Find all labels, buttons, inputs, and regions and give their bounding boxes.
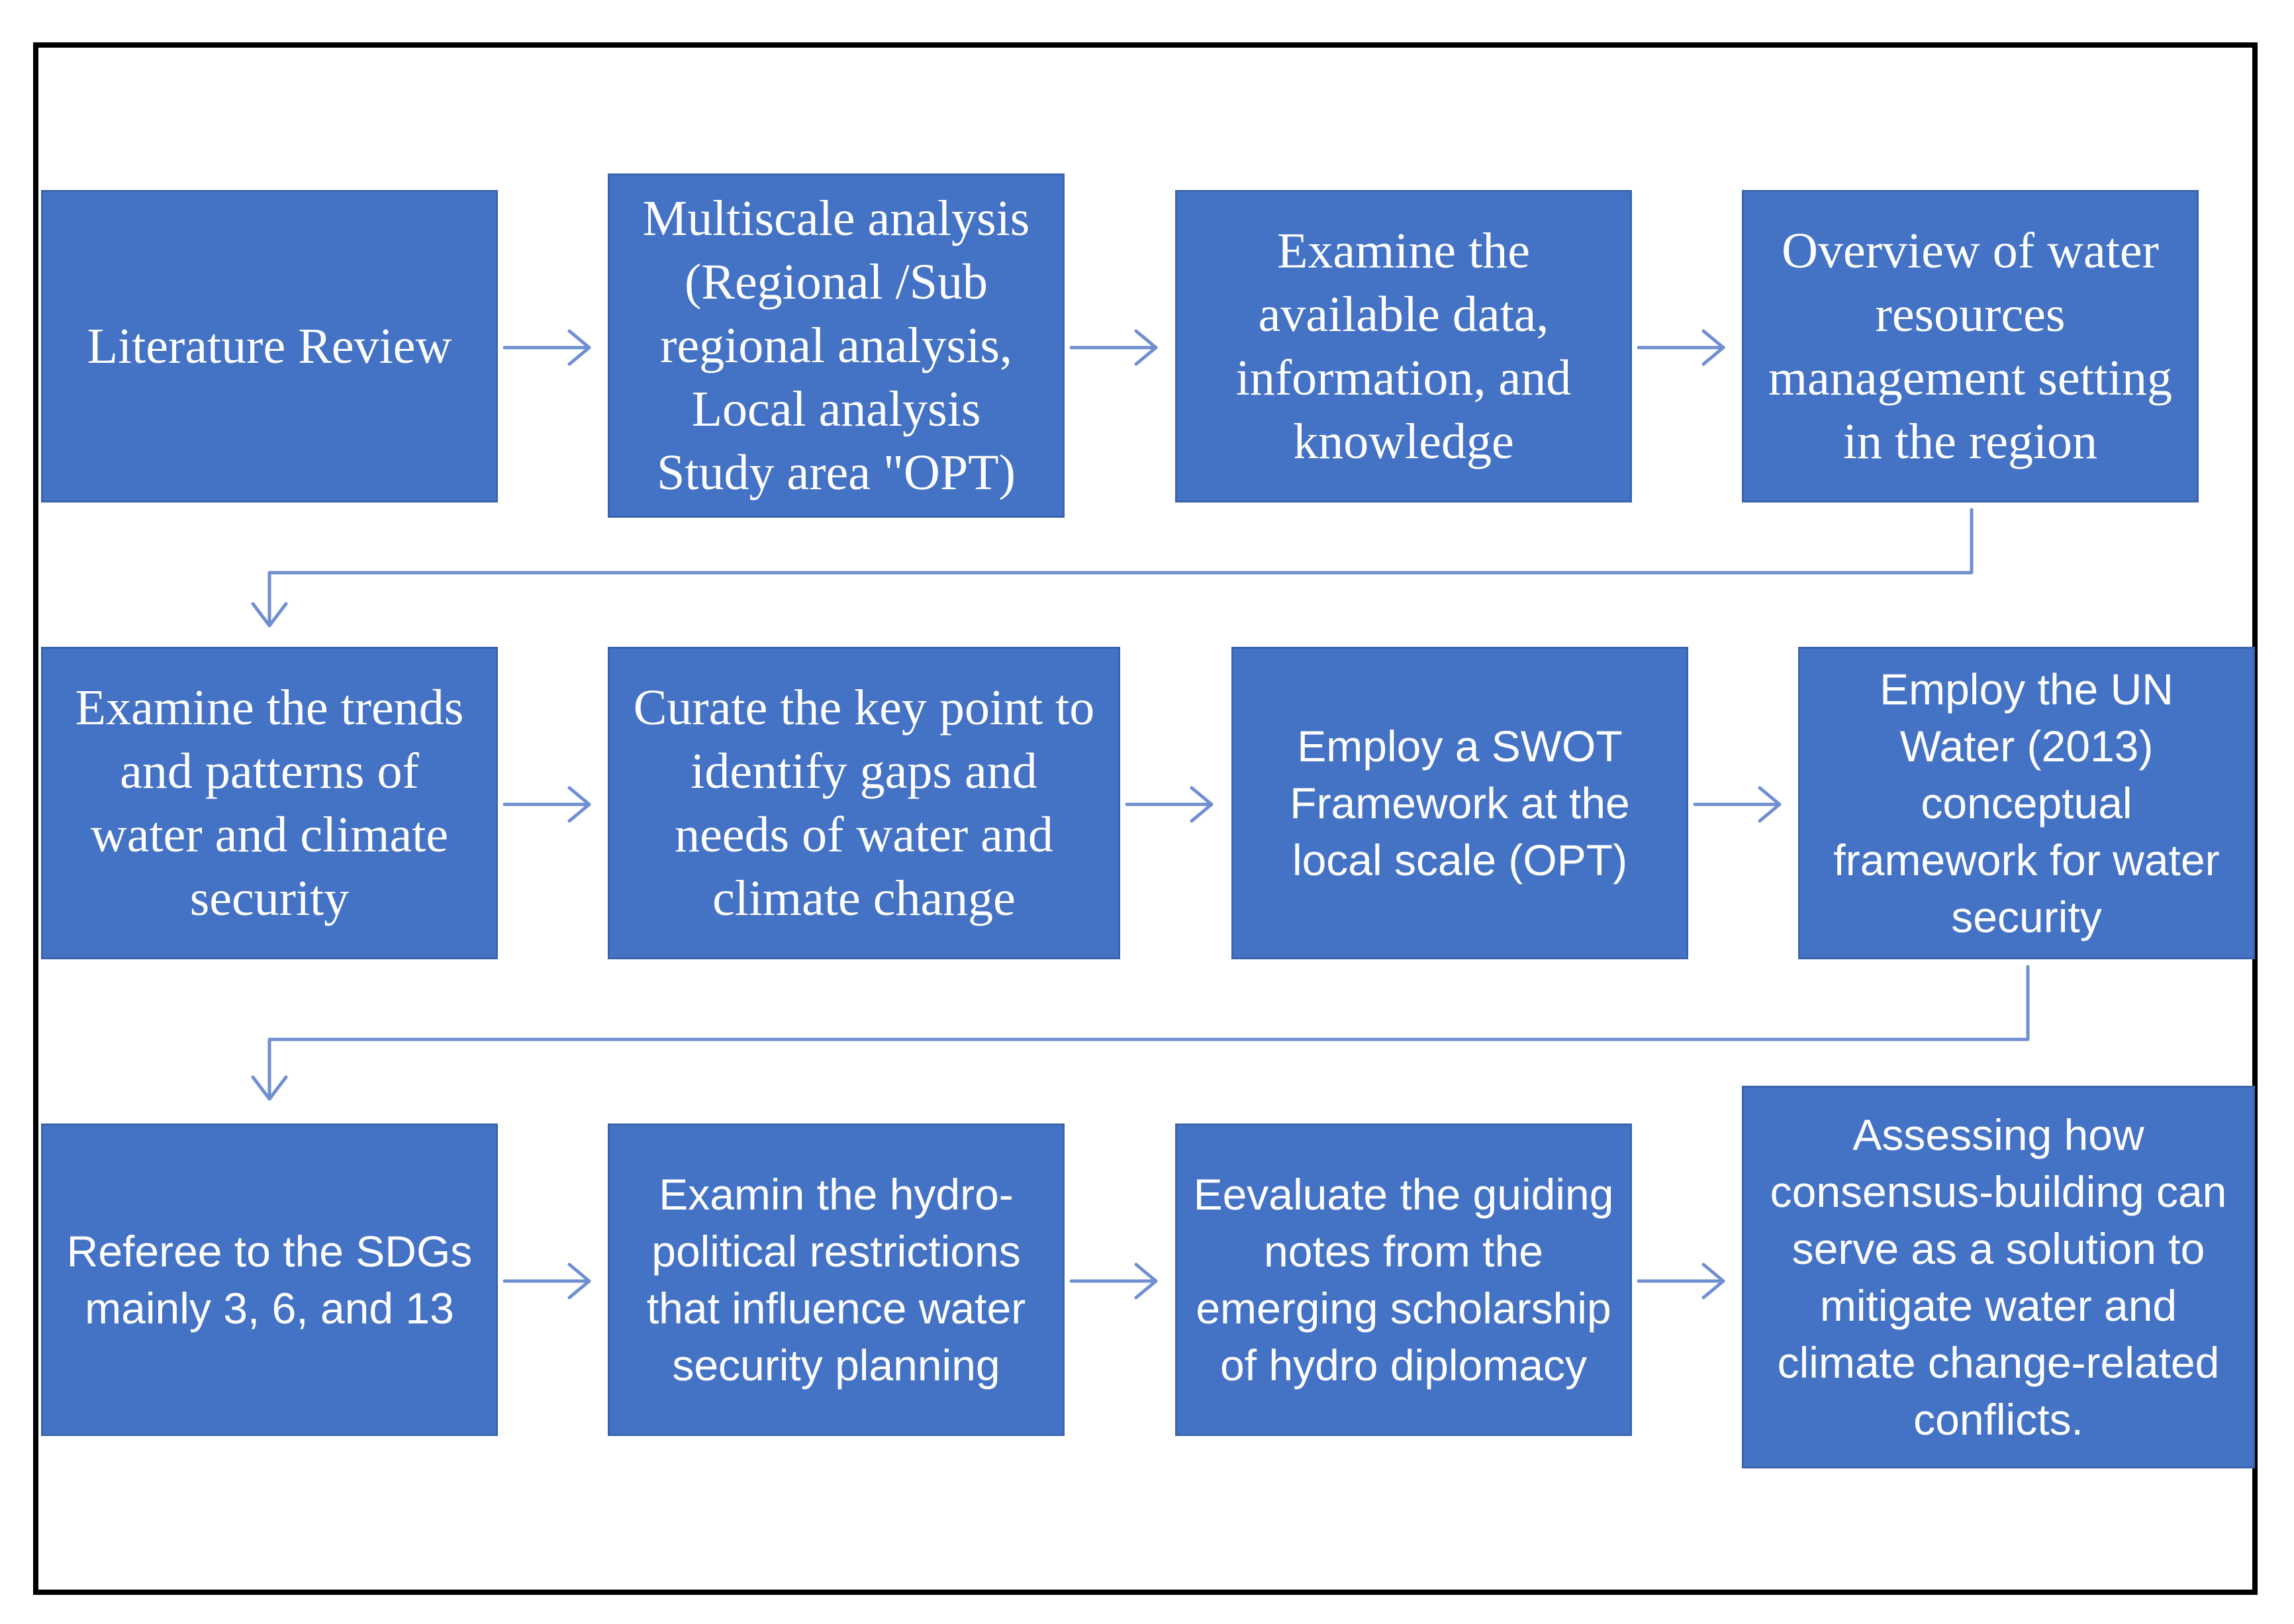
arrow-r1-1-to-2 bbox=[502, 329, 591, 366]
diagram-border bbox=[33, 42, 2258, 1595]
arrow-r2-1-to-2 bbox=[502, 786, 591, 823]
step-examine-available-data: Examine the available data, information,… bbox=[1175, 190, 1632, 502]
arrow-r2-2-to-3 bbox=[1125, 786, 1214, 823]
step-label: Examine the trends and patterns of water… bbox=[75, 680, 464, 926]
arrow-r2-3-to-4 bbox=[1693, 786, 1782, 823]
step-label: Overview of water resources management s… bbox=[1768, 223, 2172, 469]
step-literature-review: Literature Review bbox=[41, 190, 498, 502]
step-label: Employ a SWOT Framework at the local sca… bbox=[1290, 722, 1630, 884]
connector-row1-to-row2 bbox=[251, 508, 1974, 628]
step-un-water-framework: Employ the UN Water (2013) conceptual fr… bbox=[1798, 647, 2255, 959]
step-multiscale-analysis: Multiscale analysis (Regional /Sub regio… bbox=[608, 173, 1065, 518]
step-label: Curate the key point to identify gaps an… bbox=[633, 680, 1095, 926]
step-refer-sdgs: Referee to the SDGs mainly 3, 6, and 13 bbox=[41, 1123, 498, 1436]
step-label: Employ the UN Water (2013) conceptual fr… bbox=[1833, 665, 2220, 941]
step-label: Referee to the SDGs mainly 3, 6, and 13 bbox=[66, 1227, 473, 1333]
step-label: Assessing how consensus-building can ser… bbox=[1770, 1110, 2227, 1444]
step-swot-framework: Employ a SWOT Framework at the local sca… bbox=[1231, 647, 1688, 959]
step-hydro-diplomacy-notes: Eevaluate the guiding notes from the eme… bbox=[1175, 1123, 1632, 1436]
step-label: Eevaluate the guiding notes from the eme… bbox=[1193, 1170, 1614, 1390]
step-label: Examin the hydro- political restrictions… bbox=[646, 1170, 1026, 1390]
step-label: Multiscale analysis (Regional /Sub regio… bbox=[642, 191, 1030, 501]
arrow-r1-3-to-4 bbox=[1637, 329, 1725, 366]
step-hydro-political-restrictions: Examin the hydro- political restrictions… bbox=[608, 1123, 1065, 1436]
step-consensus-building: Assessing how consensus-building can ser… bbox=[1742, 1086, 2255, 1468]
arrow-r3-3-to-4 bbox=[1637, 1263, 1725, 1300]
step-water-resources-overview: Overview of water resources management s… bbox=[1742, 190, 2199, 502]
arrow-r3-1-to-2 bbox=[502, 1263, 591, 1300]
step-label: Examine the available data, information,… bbox=[1235, 223, 1572, 469]
step-curate-key-points: Curate the key point to identify gaps an… bbox=[608, 647, 1120, 959]
step-label: Literature Review bbox=[87, 318, 452, 374]
arrow-r3-2-to-3 bbox=[1069, 1263, 1158, 1300]
step-examine-trends: Examine the trends and patterns of water… bbox=[41, 647, 498, 959]
arrow-r1-2-to-3 bbox=[1069, 329, 1158, 366]
connector-row2-to-row3 bbox=[251, 965, 2030, 1101]
